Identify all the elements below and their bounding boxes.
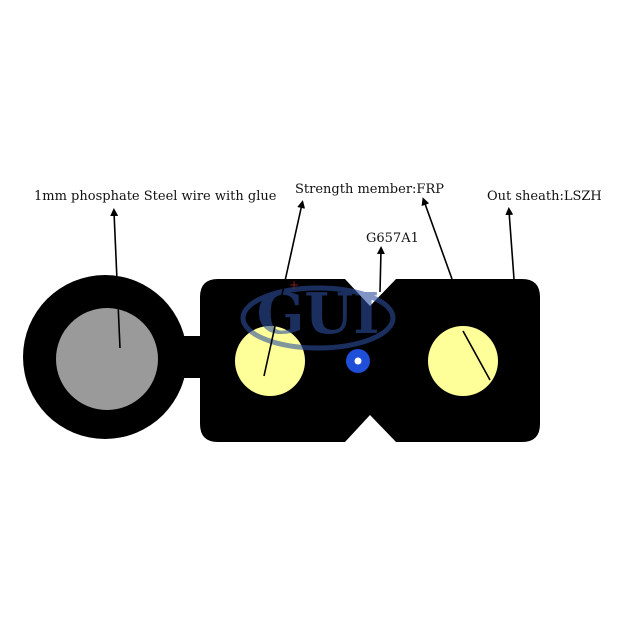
arrow-fiber: [376, 246, 385, 293]
out-sheath-label: Out sheath:LSZH: [487, 189, 602, 204]
arrow-strength-member-right: [462, 330, 491, 381]
watermark-swoosh: [240, 285, 396, 351]
optical-fiber-core: [354, 357, 362, 365]
fiber-label: G657A1: [366, 231, 419, 246]
arrow-strength-member: [263, 200, 306, 377]
steel-wire-label: 1mm phosphate Steel wire with glue: [34, 189, 277, 204]
main-sheath: [200, 279, 540, 442]
watermark-plus-icon: +: [289, 278, 299, 292]
arrow-out-sheath: [505, 207, 515, 280]
watermark-logo: GUI +: [240, 278, 396, 351]
arrow-strength-member-right-lead: [421, 197, 453, 280]
strength-member-right: [428, 326, 498, 396]
arrow-steel-wire: [110, 208, 121, 349]
strength-member-label: Strength member:FRP: [295, 182, 444, 197]
watermark-text: GUI: [257, 281, 380, 347]
steel-wire: [56, 308, 158, 410]
